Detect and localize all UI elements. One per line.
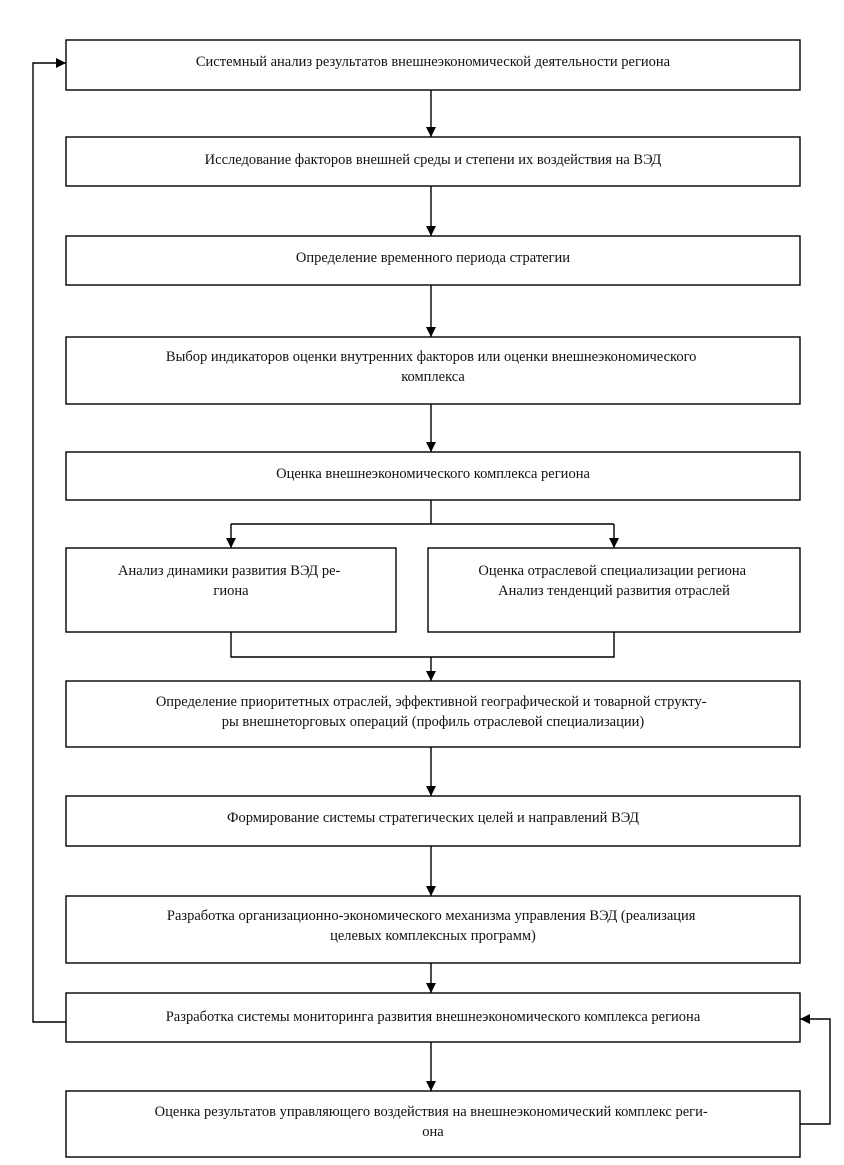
box-specialization-assessment-text: Оценка отраслевой специализации региона … [478,563,749,599]
flow-arrow-6-arrowhead [426,886,436,896]
box-complex-assessment: Оценка внешнеэкономического комплекса ре… [65,451,801,501]
flow-arrow-4-arrowhead [426,442,436,452]
flow-arrow-5-arrowhead [426,786,436,796]
box-results-evaluation: Оценка результатов управляющего воздейст… [65,1090,801,1158]
box-strategic-goals-text: Формирование системы стратегических целе… [227,810,639,826]
split-right-arrowhead [609,538,619,548]
box-specialization-assessment: Оценка отраслевой специализации региона … [427,547,801,633]
box-systems-analysis-text: Системный анализ результатов внешнеэконо… [196,54,671,70]
flow-arrow-7-arrowhead [426,983,436,993]
box-priority-industries-text: Определение приоритетных отраслей, эффек… [156,694,710,730]
box-indicators-text: Выбор индикаторов оценки внутренних факт… [166,349,700,385]
box-priority-industries: Определение приоритетных отраслей, эффек… [65,680,801,748]
box-monitoring-system: Разработка системы мониторинга развития … [65,992,801,1043]
flow-arrow-2-arrowhead [426,226,436,236]
box-external-factors: Исследование факторов внешней среды и ст… [65,136,801,187]
feedback-loop-right [800,1018,831,1125]
box-dynamics-analysis-text: Анализ динамики развития ВЭД ре- гиона [118,563,344,599]
connectors [32,58,831,1125]
feedback-loop-right-arrowhead [800,1014,810,1024]
box-dynamics-analysis: Анализ динамики развития ВЭД ре- гиона [65,547,397,633]
box-monitoring-system-text: Разработка системы мониторинга развития … [166,1009,701,1025]
box-indicators: Выбор индикаторов оценки внутренних факт… [65,336,801,405]
flow-arrow-1-arrowhead [426,127,436,137]
split-left-arrowhead [226,538,236,548]
flow-arrow-3-arrowhead [426,327,436,337]
box-mechanism-development: Разработка организационно-экономического… [65,895,801,964]
box-systems-analysis: Системный анализ результатов внешнеэконо… [65,39,801,91]
feedback-loop-left-arrowhead [56,58,66,68]
box-strategic-goals: Формирование системы стратегических целе… [65,795,801,847]
feedback-loop-left [32,62,66,1023]
merge-stem-arrowhead [426,671,436,681]
box-time-period-text: Определение временного периода стратегии [296,250,570,266]
box-external-factors-text: Исследование факторов внешней среды и ст… [205,152,662,168]
box-mechanism-development-text: Разработка организационно-экономического… [167,908,699,944]
box-complex-assessment-text: Оценка внешнеэкономического комплекса ре… [276,466,590,482]
box-results-evaluation-text: Оценка результатов управляющего воздейст… [155,1104,712,1140]
box-time-period: Определение временного периода стратегии [65,235,801,286]
flow-arrow-8-arrowhead [426,1081,436,1091]
merge-bar [230,632,615,658]
